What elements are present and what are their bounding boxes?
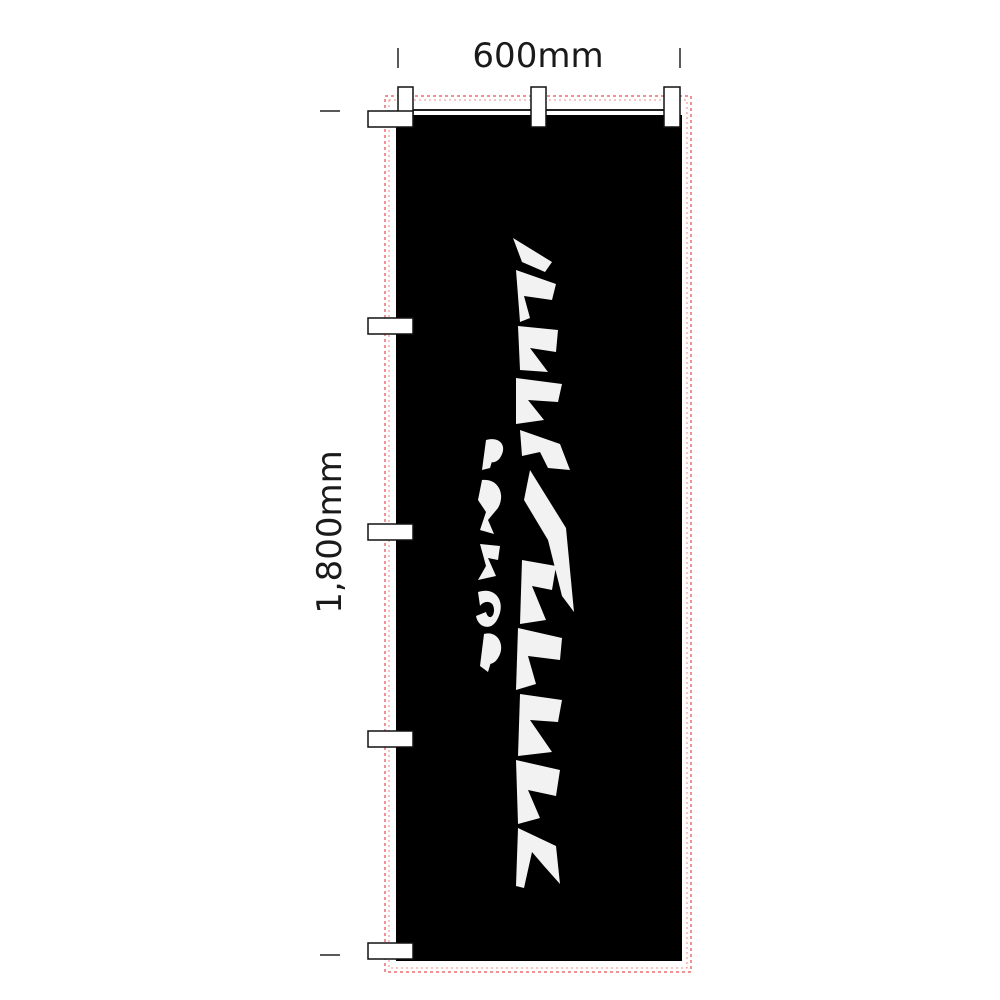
width-dimension-label: 600mm bbox=[472, 36, 604, 76]
logo-stroke-10 bbox=[516, 760, 560, 824]
logo-script-1 bbox=[482, 439, 504, 470]
bleed-guide-inner bbox=[388, 99, 688, 969]
side-tab-5 bbox=[367, 942, 414, 960]
logo-stroke-6 bbox=[524, 470, 574, 612]
logo-script-3 bbox=[478, 544, 500, 580]
top-tab-middle bbox=[530, 86, 547, 128]
logo-stroke-1 bbox=[513, 238, 552, 272]
logo-script-4 bbox=[476, 590, 501, 627]
side-tab-1 bbox=[367, 110, 414, 128]
logo-stroke-11 bbox=[516, 828, 560, 888]
logo-script-2 bbox=[478, 479, 502, 534]
top-tab-right bbox=[663, 86, 681, 128]
logo-stroke-5 bbox=[520, 430, 570, 470]
logo-artwork bbox=[476, 238, 574, 888]
banner-body bbox=[396, 115, 682, 961]
logo-stroke-8 bbox=[516, 628, 562, 690]
logo-stroke-9 bbox=[518, 694, 562, 756]
logo-stroke-7 bbox=[520, 560, 556, 624]
side-tab-4 bbox=[367, 730, 414, 748]
logo-script-5 bbox=[480, 633, 502, 672]
side-tab-2 bbox=[367, 317, 414, 335]
height-dimension-label: 1,800mm bbox=[310, 450, 350, 614]
side-tab-3 bbox=[367, 523, 414, 541]
logo-stroke-4 bbox=[516, 378, 562, 424]
logo-stroke-3 bbox=[518, 326, 558, 372]
logo-stroke-2 bbox=[516, 270, 556, 322]
